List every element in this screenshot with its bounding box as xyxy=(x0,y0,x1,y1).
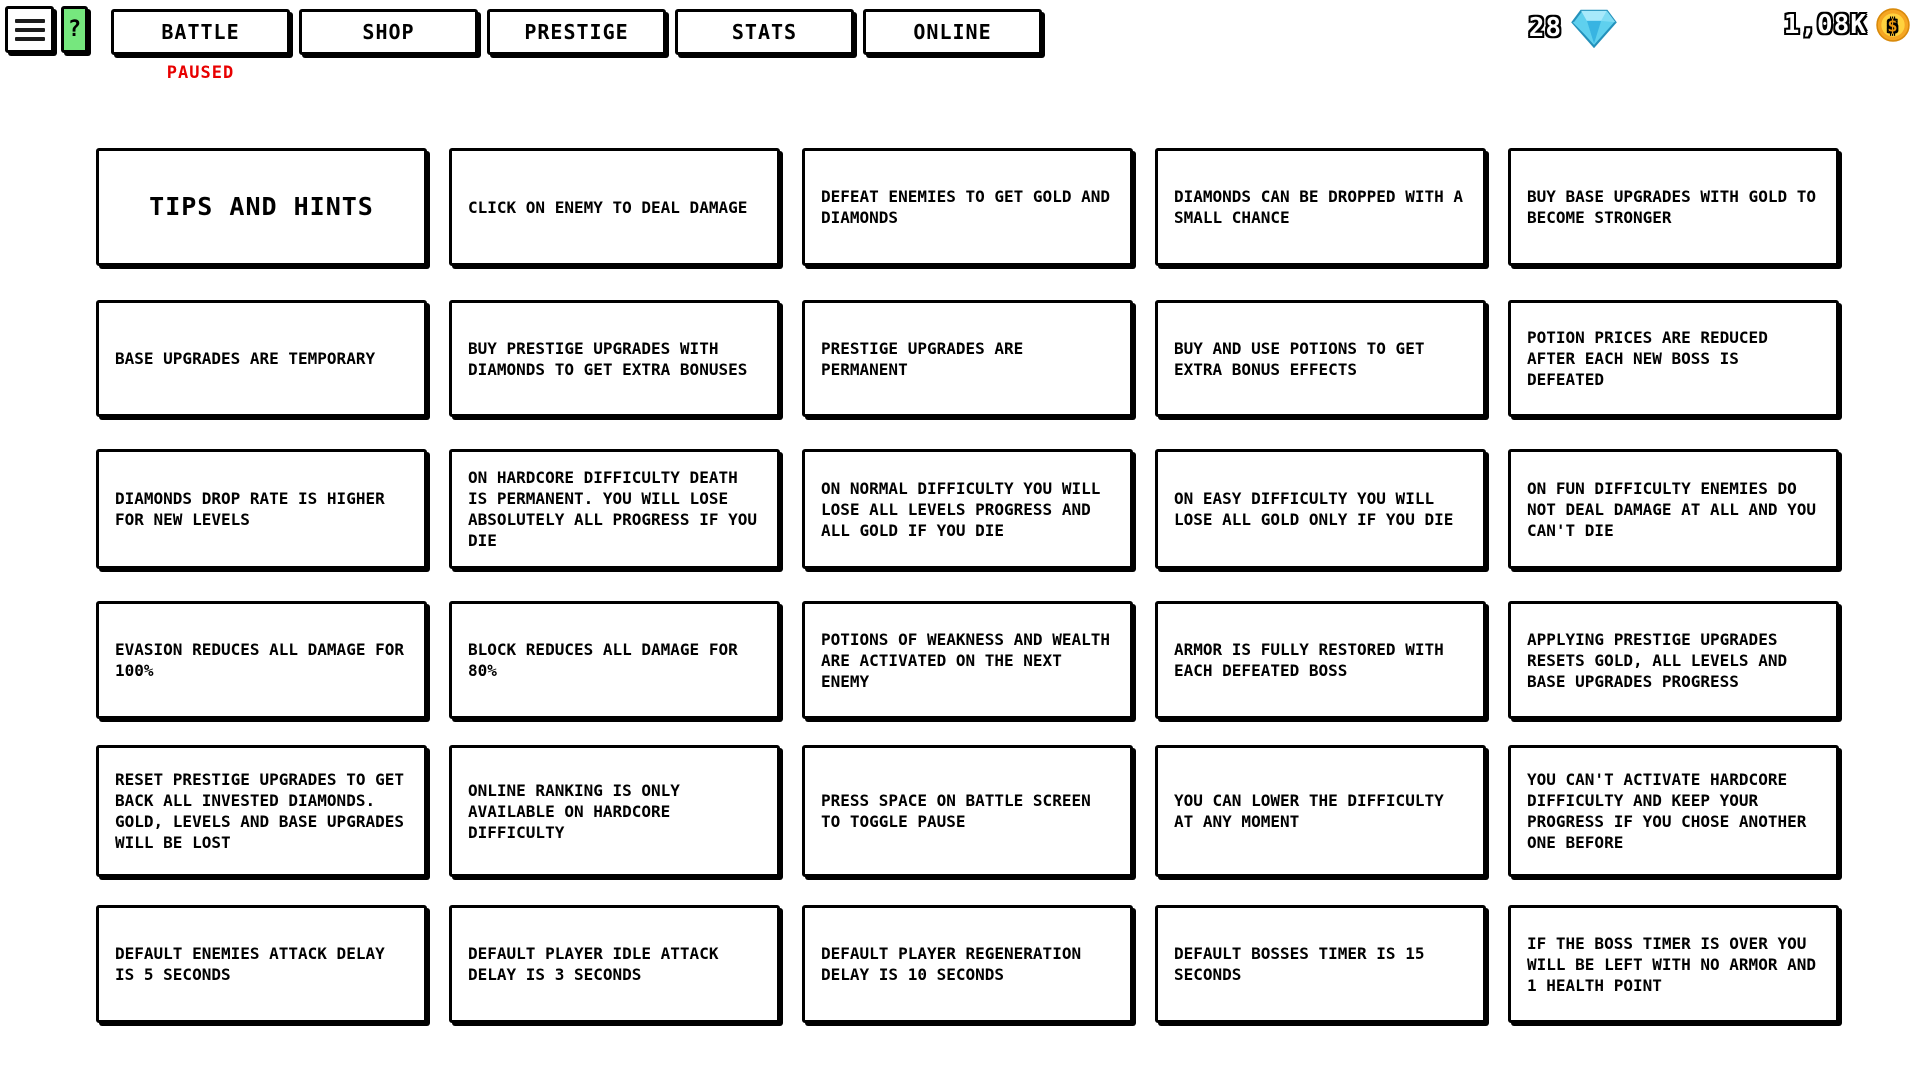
tips-header-card: TIPS AND HINTS xyxy=(96,148,427,266)
tab-stats[interactable]: STATS xyxy=(675,9,854,55)
help-button[interactable]: ? xyxy=(61,6,88,53)
tips-row: EVASION REDUCES ALL DAMAGE FOR 100% BLOC… xyxy=(96,601,1839,719)
gold-counter: 1,08K $ xyxy=(1784,8,1910,42)
diamond-icon xyxy=(1571,9,1617,48)
gold-count: 1,08K xyxy=(1783,10,1867,40)
tips-row: RESET PRESTIGE UPGRADES TO GET BACK ALL … xyxy=(96,745,1839,877)
tip-card: APPLYING PRESTIGE UPGRADES RESETS GOLD, … xyxy=(1508,601,1839,719)
tip-card: RESET PRESTIGE UPGRADES TO GET BACK ALL … xyxy=(96,745,427,877)
tip-card: DEFAULT PLAYER IDLE ATTACK DELAY IS 3 SE… xyxy=(449,905,780,1023)
tip-card: DIAMONDS CAN BE DROPPED WITH A SMALL CHA… xyxy=(1155,148,1486,266)
tips-row: TIPS AND HINTS CLICK ON ENEMY TO DEAL DA… xyxy=(96,148,1839,266)
tips-grid: TIPS AND HINTS CLICK ON ENEMY TO DEAL DA… xyxy=(96,148,1839,1023)
paused-indicator: PAUSED xyxy=(166,63,235,83)
tip-card: YOU CAN LOWER THE DIFFICULTY AT ANY MOME… xyxy=(1155,745,1486,877)
tab-online[interactable]: ONLINE xyxy=(863,9,1042,55)
tip-card: PRESTIGE UPGRADES ARE PERMANENT xyxy=(802,300,1133,417)
svg-text:$: $ xyxy=(1887,16,1898,36)
tips-row: BASE UPGRADES ARE TEMPORARY BUY PRESTIGE… xyxy=(96,300,1839,417)
tab-bar: BATTLE SHOP PRESTIGE STATS ONLINE xyxy=(111,9,1042,55)
tip-card: ARMOR IS FULLY RESTORED WITH EACH DEFEAT… xyxy=(1155,601,1486,719)
tip-card: BLOCK REDUCES ALL DAMAGE FOR 80% xyxy=(449,601,780,719)
tip-card: BUY BASE UPGRADES WITH GOLD TO BECOME ST… xyxy=(1508,148,1839,266)
tip-card: YOU CAN'T ACTIVATE HARDCORE DIFFICULTY A… xyxy=(1508,745,1839,877)
gold-coin-icon: $ xyxy=(1876,8,1910,42)
tip-card: DEFEAT ENEMIES TO GET GOLD AND DIAMONDS xyxy=(802,148,1133,266)
tab-prestige[interactable]: PRESTIGE xyxy=(487,9,666,55)
diamond-counter: 28 xyxy=(1529,8,1617,48)
tip-card: BUY PRESTIGE UPGRADES WITH DIAMONDS TO G… xyxy=(449,300,780,417)
tip-card: BASE UPGRADES ARE TEMPORARY xyxy=(96,300,427,417)
tab-shop[interactable]: SHOP xyxy=(299,9,478,55)
tip-card: ON EASY DIFFICULTY YOU WILL LOSE ALL GOL… xyxy=(1155,449,1486,569)
tip-card: POTION PRICES ARE REDUCED AFTER EACH NEW… xyxy=(1508,300,1839,417)
tip-card: DIAMONDS DROP RATE IS HIGHER FOR NEW LEV… xyxy=(96,449,427,569)
tip-card: ON HARDCORE DIFFICULTY DEATH IS PERMANEN… xyxy=(449,449,780,569)
hamburger-icon xyxy=(14,18,45,41)
menu-button[interactable] xyxy=(5,6,54,53)
tips-row: DIAMONDS DROP RATE IS HIGHER FOR NEW LEV… xyxy=(96,449,1839,569)
tip-card: EVASION REDUCES ALL DAMAGE FOR 100% xyxy=(96,601,427,719)
tip-card: ONLINE RANKING IS ONLY AVAILABLE ON HARD… xyxy=(449,745,780,877)
tip-card: ON FUN DIFFICULTY ENEMIES DO NOT DEAL DA… xyxy=(1508,449,1839,569)
tip-card: POTIONS OF WEAKNESS AND WEALTH ARE ACTIV… xyxy=(802,601,1133,719)
tab-battle[interactable]: BATTLE xyxy=(111,9,290,55)
tips-row: DEFAULT ENEMIES ATTACK DELAY IS 5 SECOND… xyxy=(96,905,1839,1023)
tip-card: CLICK ON ENEMY TO DEAL DAMAGE xyxy=(449,148,780,266)
tip-card: DEFAULT PLAYER REGENERATION DELAY IS 10 … xyxy=(802,905,1133,1023)
tip-card: DEFAULT BOSSES TIMER IS 15 SECONDS xyxy=(1155,905,1486,1023)
tip-card: IF THE BOSS TIMER IS OVER YOU WILL BE LE… xyxy=(1508,905,1839,1023)
tip-card: ON NORMAL DIFFICULTY YOU WILL LOSE ALL L… xyxy=(802,449,1133,569)
tip-card: BUY AND USE POTIONS TO GET EXTRA BONUS E… xyxy=(1155,300,1486,417)
tip-card: PRESS SPACE ON BATTLE SCREEN TO TOGGLE P… xyxy=(802,745,1133,877)
diamond-count: 28 xyxy=(1528,13,1562,43)
tip-card: DEFAULT ENEMIES ATTACK DELAY IS 5 SECOND… xyxy=(96,905,427,1023)
